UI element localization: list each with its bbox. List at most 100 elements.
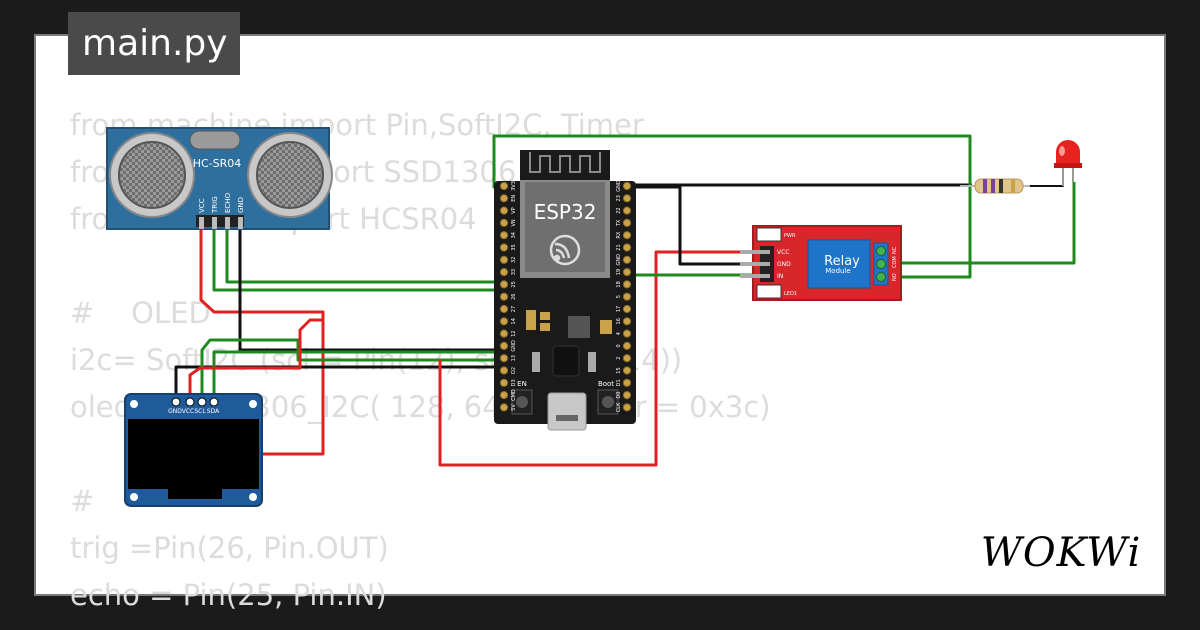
- esp32-pin[interactable]: [499, 304, 509, 314]
- esp32-board[interactable]: ESP32 EN Boot 3V3ENVPVN34353233252627141…: [494, 150, 636, 431]
- esp32-pin[interactable]: [622, 243, 632, 252]
- esp32-pin-label: 4: [616, 332, 622, 335]
- esp32-pin[interactable]: [499, 391, 509, 400]
- esp32-pin[interactable]: [622, 341, 632, 350]
- relay-subtitle: Module: [825, 267, 850, 275]
- esp32-pins: 3V3ENVPVN343532332526271412GND13D2D3CMD5…: [499, 180, 632, 412]
- esp32-pin[interactable]: [499, 181, 509, 191]
- esp32-pin-label: 5V: [511, 404, 517, 411]
- wire-oled-gnd[interactable]: [174, 365, 504, 400]
- oled-pin-label: VCC: [182, 408, 194, 415]
- wire-oled-sda[interactable]: [212, 350, 504, 400]
- relay-terminal-label: NC: [892, 246, 898, 254]
- esp32-pin[interactable]: [622, 206, 632, 215]
- wire-sensor-echo[interactable]: [225, 228, 504, 284]
- esp32-pin[interactable]: [622, 317, 632, 326]
- esp32-pin[interactable]: [622, 378, 632, 387]
- esp32-pin[interactable]: [499, 194, 509, 203]
- esp32-pin-label: 34: [511, 232, 517, 238]
- ultrasonic-sensor[interactable]: HC-SR04 VCC TRIG ECHO GND: [106, 127, 333, 230]
- wire-relay-vcc[interactable]: [438, 250, 758, 467]
- led[interactable]: [1054, 140, 1082, 186]
- wire-oled-scl[interactable]: [200, 338, 504, 400]
- esp32-pin-label: CMD: [511, 389, 517, 401]
- esp32-pin[interactable]: [622, 391, 632, 400]
- esp32-pin-label: 25: [511, 281, 517, 287]
- esp32-pin[interactable]: [499, 403, 509, 412]
- relay-module[interactable]: Relay Module PWR LED1 VCC GND IN NC COM …: [740, 225, 902, 301]
- esp32-pin-label: RX: [616, 231, 622, 238]
- esp32-pin[interactable]: [622, 280, 632, 289]
- esp32-pin[interactable]: [622, 366, 632, 375]
- esp32-pin[interactable]: [499, 341, 509, 350]
- esp32-pin-label: 5: [616, 295, 622, 298]
- sensor-pin-label: ECHO: [224, 192, 232, 213]
- esp32-pin[interactable]: [499, 218, 509, 227]
- esp32-pin[interactable]: [499, 292, 509, 301]
- wire-sensor-gnd[interactable]: [238, 228, 504, 352]
- relay-terminal-label: COM: [892, 256, 898, 268]
- esp32-pin[interactable]: [499, 317, 509, 326]
- sensor-label: HC-SR04: [193, 157, 242, 170]
- esp32-label: ESP32: [534, 200, 597, 224]
- esp32-pin-label: 26: [511, 294, 517, 300]
- esp32-pin[interactable]: [622, 403, 632, 412]
- resistor[interactable]: [960, 178, 1030, 194]
- esp32-pin-label: CLK: [616, 402, 622, 412]
- esp32-pin[interactable]: [499, 243, 509, 252]
- wire-led-relay[interactable]: [885, 182, 1076, 265]
- oled-display[interactable]: GND VCC SCL SDA: [124, 393, 263, 507]
- esp32-pin-label: GND: [616, 180, 622, 192]
- esp32-pin-label: D2: [511, 367, 517, 374]
- esp32-pin-label: 19: [616, 269, 622, 275]
- esp32-pin-label: 18: [616, 281, 622, 287]
- esp32-pin[interactable]: [499, 354, 509, 363]
- code-line: #: [70, 484, 95, 518]
- esp32-pin[interactable]: [622, 231, 632, 240]
- esp32-pin-label: VP: [511, 207, 517, 213]
- esp32-pin-label: D0: [616, 392, 622, 399]
- esp32-pin-label: GND: [616, 254, 622, 266]
- esp32-pin-label: 27: [511, 306, 517, 312]
- esp32-pin[interactable]: [622, 181, 632, 191]
- wokwi-logo: WOKWi: [981, 530, 1141, 576]
- file-tab[interactable]: main.py: [68, 12, 240, 75]
- esp32-pin-label: 33: [511, 269, 517, 275]
- esp32-pin[interactable]: [622, 292, 632, 301]
- esp32-pin[interactable]: [499, 231, 509, 240]
- esp32-pin-label: 16: [616, 318, 622, 324]
- esp32-pin[interactable]: [499, 255, 509, 264]
- esp32-pin[interactable]: [622, 194, 632, 203]
- esp32-pin-label: 13: [511, 355, 517, 361]
- oled-pin-label: SCL: [194, 408, 206, 415]
- esp32-pin[interactable]: [622, 268, 632, 277]
- esp32-pin[interactable]: [499, 329, 509, 338]
- wire-oled-vcc[interactable]: [188, 318, 323, 400]
- esp32-pin[interactable]: [499, 206, 509, 215]
- esp32-pin-label: 3V3: [511, 181, 517, 191]
- esp32-pin[interactable]: [499, 280, 509, 289]
- esp32-pin-label: 32: [511, 257, 517, 263]
- wire-relay-gnd[interactable]: [630, 185, 758, 266]
- esp32-pin-label: 12: [511, 330, 517, 336]
- relay-title: Relay: [824, 254, 860, 269]
- sensor-pin-label: VCC: [198, 198, 206, 213]
- esp32-pin[interactable]: [622, 218, 632, 227]
- esp32-pin[interactable]: [499, 268, 509, 277]
- esp32-pin[interactable]: [499, 378, 509, 387]
- wire-sensor-trig[interactable]: [212, 228, 504, 292]
- esp32-pin[interactable]: [622, 304, 632, 314]
- esp32-pin[interactable]: [499, 366, 509, 375]
- esp32-pin-label: 23: [616, 195, 622, 201]
- relay-pin-label: VCC: [777, 249, 789, 256]
- esp32-pin[interactable]: [622, 329, 632, 338]
- code-line: # OLED: [70, 296, 211, 330]
- en-button-label: EN: [517, 380, 527, 388]
- oled-pin-label: GND: [168, 408, 182, 415]
- esp32-pin[interactable]: [622, 354, 632, 363]
- esp32-pin-label: EN: [511, 195, 517, 202]
- wire-led-resistor[interactable]: [1020, 172, 1064, 187]
- esp32-pin[interactable]: [622, 255, 632, 264]
- esp32-pin-label: 15: [616, 367, 622, 373]
